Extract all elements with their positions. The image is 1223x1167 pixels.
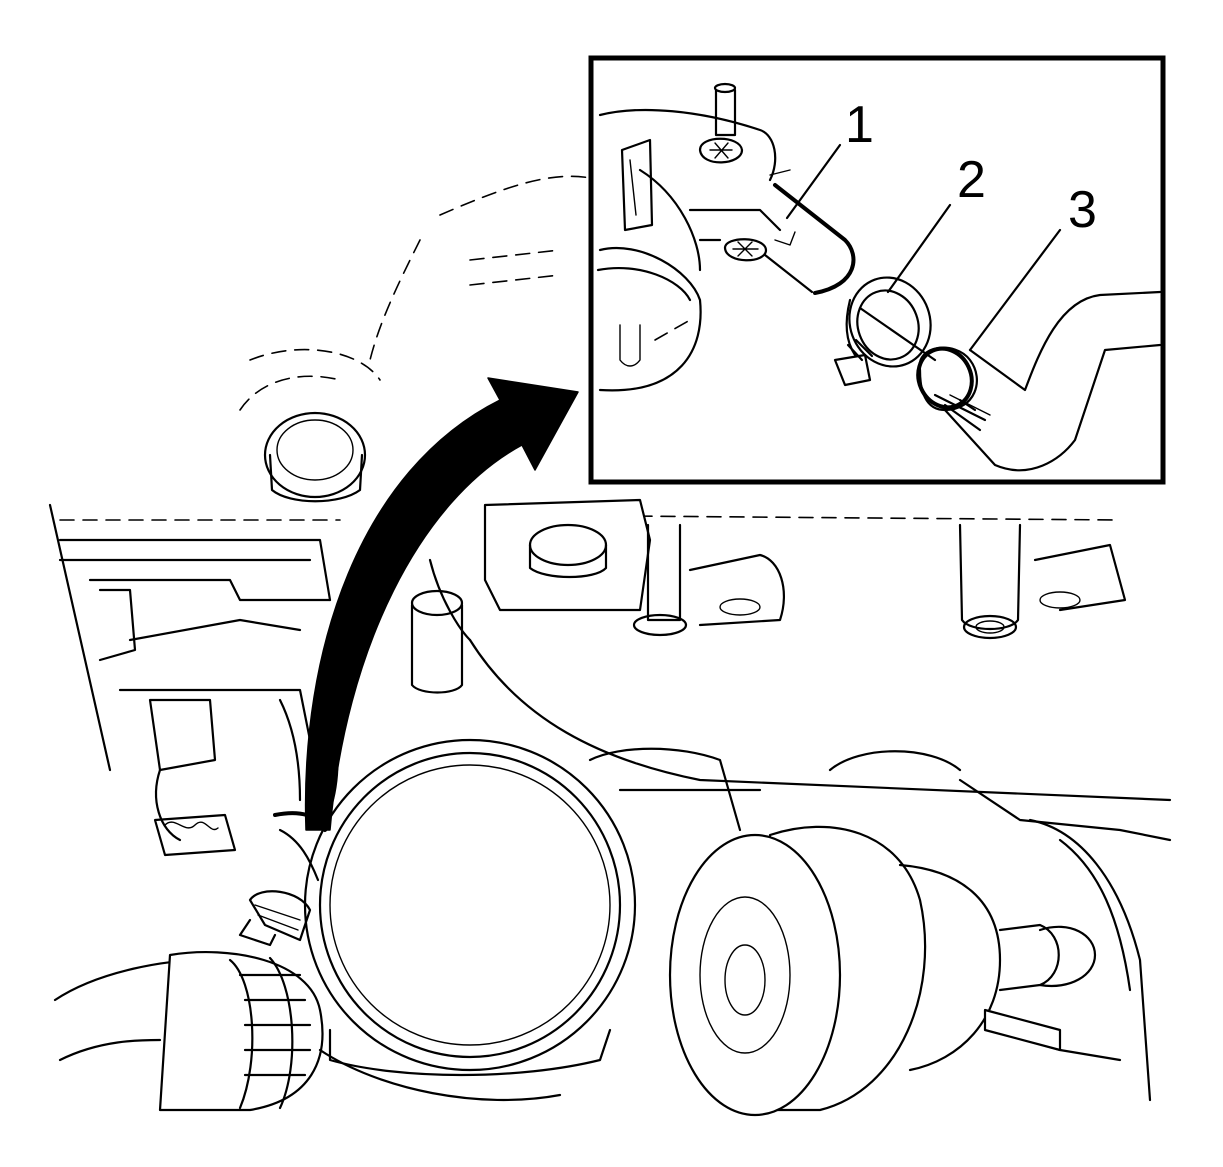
leader-2 bbox=[886, 203, 952, 294]
bolt-center bbox=[632, 523, 688, 637]
engine-background bbox=[48, 175, 1172, 1117]
detail-inset: 1 2 3 bbox=[588, 55, 1166, 485]
bolt-right bbox=[958, 523, 1022, 640]
hose-1 bbox=[763, 169, 856, 295]
pulley-right bbox=[668, 825, 1122, 1117]
callout-1: 1 bbox=[845, 96, 874, 154]
callout-2: 2 bbox=[957, 151, 986, 209]
clamp-2 bbox=[833, 276, 932, 387]
leader-3 bbox=[968, 228, 1062, 352]
leader-1 bbox=[785, 143, 842, 220]
alignment-line bbox=[858, 306, 937, 362]
throttle-body bbox=[303, 738, 637, 1077]
callout-arrow bbox=[304, 377, 579, 831]
lower-hose bbox=[53, 951, 562, 1112]
oil-filler-cap bbox=[263, 411, 367, 503]
callout-3: 3 bbox=[1068, 181, 1097, 239]
bolt-left bbox=[410, 589, 464, 694]
hose-end-3 bbox=[916, 290, 1162, 472]
